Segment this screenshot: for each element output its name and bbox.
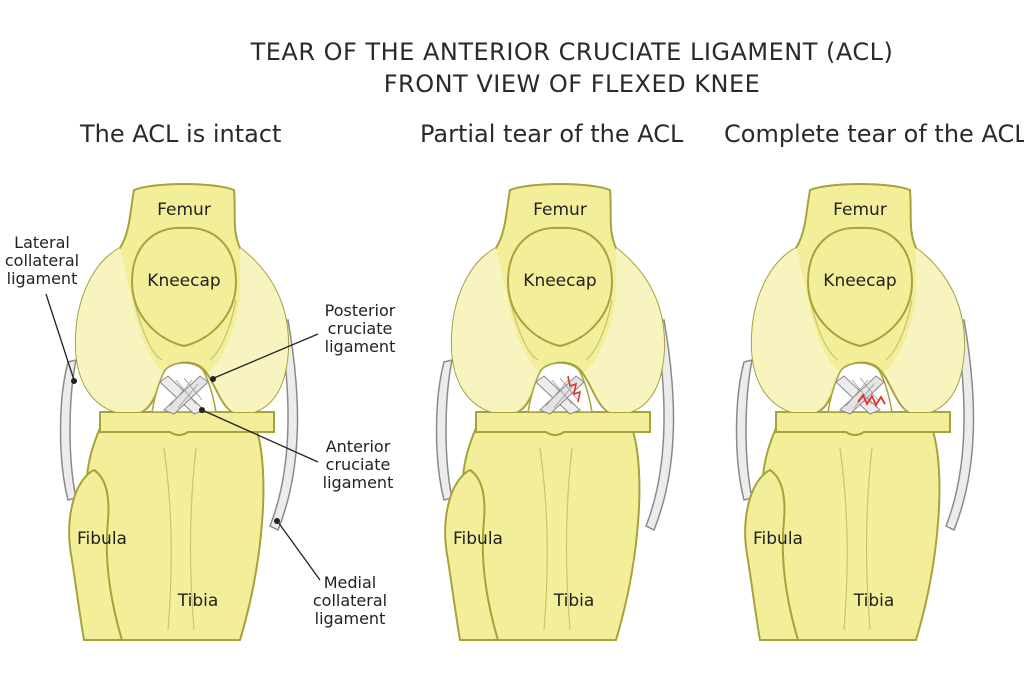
panel-title-intact: The ACL is intact bbox=[80, 120, 282, 148]
lateral-collateral-label-line-1: Lateral bbox=[14, 233, 70, 252]
anterior-cruciate-callout: Anterior cruciate ligament bbox=[199, 407, 393, 492]
panel-title-partial-tear: Partial tear of the ACL bbox=[420, 120, 684, 148]
medial-collateral-label-line-3: ligament bbox=[315, 609, 386, 628]
medial-collateral-label-line-2: collateral bbox=[313, 591, 387, 610]
fibula-label: Fibula bbox=[753, 529, 803, 549]
lateral-collateral-label-line-3: ligament bbox=[7, 269, 78, 288]
femur-label: Femur bbox=[833, 200, 887, 220]
figure-title-line-1: TEAR OF THE ANTERIOR CRUCIATE LIGAMENT (… bbox=[250, 38, 894, 66]
medial-collateral-callout: Medial collateral ligament bbox=[274, 518, 387, 628]
tibia-label: Tibia bbox=[553, 591, 595, 611]
medial-collateral-label-line-1: Medial bbox=[324, 573, 377, 592]
tibia-label: Tibia bbox=[853, 591, 895, 611]
panel-title-complete-tear: Complete tear of the ACL bbox=[724, 120, 1024, 148]
anterior-cruciate-label-line-2: cruciate bbox=[326, 455, 391, 474]
posterior-cruciate-callout: Posterior cruciate ligament bbox=[210, 301, 396, 382]
femur-label: Femur bbox=[533, 200, 587, 220]
knee-illustration-intact: Femur Kneecap Fibula Tibia Lateral colla… bbox=[5, 183, 396, 641]
fibula-label: Fibula bbox=[77, 529, 127, 549]
anterior-cruciate-label-line-1: Anterior bbox=[326, 437, 391, 456]
fibula-label: Fibula bbox=[453, 529, 503, 549]
posterior-cruciate-label-line-1: Posterior bbox=[325, 301, 396, 320]
tibia-label: Tibia bbox=[177, 591, 219, 611]
lateral-collateral-callout: Lateral collateral ligament bbox=[5, 233, 79, 384]
anterior-cruciate-label-line-3: ligament bbox=[323, 473, 394, 492]
kneecap-label: Kneecap bbox=[823, 271, 896, 291]
complete-tear-mark bbox=[857, 393, 886, 407]
posterior-cruciate-label-line-2: cruciate bbox=[328, 319, 393, 338]
femur-label: Femur bbox=[157, 200, 211, 220]
kneecap-label: Kneecap bbox=[523, 271, 596, 291]
knee-illustration-complete-tear: Femur Kneecap Fibula Tibia bbox=[735, 183, 975, 641]
kneecap-label: Kneecap bbox=[147, 271, 220, 291]
lateral-collateral-label-line-2: collateral bbox=[5, 251, 79, 270]
figure-title-line-2: FRONT VIEW OF FLEXED KNEE bbox=[383, 70, 761, 98]
posterior-cruciate-label-line-3: ligament bbox=[325, 337, 396, 356]
knee-illustration-partial-tear: Femur Kneecap Fibula Tibia bbox=[435, 183, 675, 641]
partial-tear-mark bbox=[567, 375, 582, 403]
